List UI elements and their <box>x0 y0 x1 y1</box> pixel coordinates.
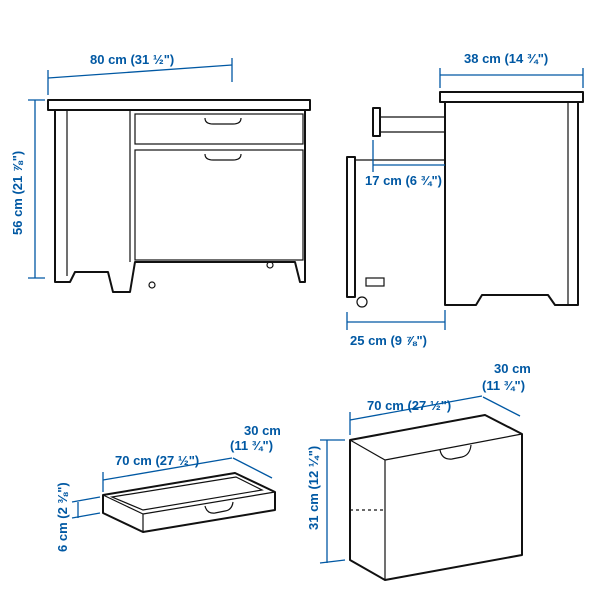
large-drawer-depth-label: 30 cm <box>494 361 531 376</box>
large-drawer-height-dimension: 31 cm (12 ¼") <box>306 439 346 564</box>
small-drawer-depth-inch-label: (11 ¾") <box>230 438 273 453</box>
door-extension-label: 25 cm (9 ⅞") <box>350 333 427 348</box>
small-drawer-width-dimension: 70 cm (27 ½") <box>102 453 233 492</box>
large-drawer-width-label: 70 cm (27 ½") <box>367 398 451 413</box>
small-drawer-depth-dimension: 30 cm (11 ¾") <box>230 423 281 479</box>
bench-width-dimension: 80 cm (31 ½") <box>47 52 233 95</box>
large-drawer-depth-inch-label: (11 ¾") <box>482 378 525 393</box>
small-drawer-width-label: 70 cm (27 ½") <box>115 453 199 468</box>
drawer-extension-label: 17 cm (6 ¾") <box>365 173 442 188</box>
large-drawer-depth-dimension: 30 cm (11 ¾") <box>482 361 531 417</box>
small-drawer <box>102 472 276 533</box>
bench-height-label: 56 cm (21 ⅞") <box>10 151 25 235</box>
small-drawer-depth-label: 30 cm <box>244 423 281 438</box>
large-drawer <box>349 414 523 581</box>
small-drawer-height-label: 6 cm (2 ⅜") <box>55 482 70 552</box>
bench-side-view <box>346 91 584 308</box>
drawer-extension-dimension: 17 cm (6 ¾") <box>365 140 445 188</box>
bench-depth-dimension: 38 cm (14 ¾") <box>439 51 584 88</box>
small-drawer-height-dimension: 6 cm (2 ⅜") <box>55 482 101 552</box>
bench-height-dimension: 56 cm (21 ⅞") <box>10 99 45 279</box>
bench-depth-label: 38 cm (14 ¾") <box>464 51 548 66</box>
large-drawer-width-dimension: 70 cm (27 ½") <box>349 395 483 435</box>
large-drawer-height-label: 31 cm (12 ¼") <box>306 446 321 530</box>
bench-front-view <box>47 99 311 293</box>
door-extension-dimension: 25 cm (9 ⅞") <box>346 310 446 348</box>
bench-width-label: 80 cm (31 ½") <box>90 52 174 67</box>
